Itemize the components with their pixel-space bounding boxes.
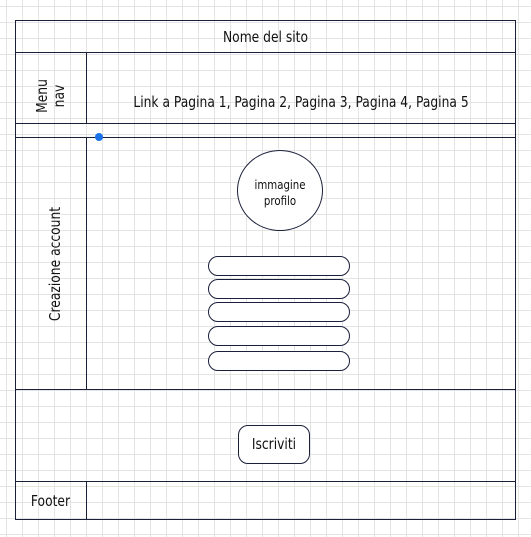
profile-image-label: immagine profilo — [244, 177, 315, 209]
profile-image-placeholder[interactable]: immagine profilo — [237, 150, 323, 231]
nav-label-divider — [86, 52, 87, 123]
nav-label-line1: Menu — [33, 79, 51, 113]
separator-line — [15, 137, 516, 138]
site-name: Nome del sito — [222, 28, 309, 46]
main-bottom-line — [15, 389, 516, 390]
signup-button[interactable]: Iscriviti — [238, 425, 310, 464]
page-frame — [15, 20, 516, 520]
nav-label: Menu nav — [33, 63, 68, 129]
header-divider — [15, 52, 516, 53]
nav-bottom-line — [15, 123, 516, 124]
footer-label-divider — [86, 481, 87, 520]
main-label-divider — [86, 137, 87, 389]
footer-top-line — [15, 481, 516, 482]
nav-links[interactable]: Link a Pagina 1, Pagina 2, Pagina 3, Pag… — [133, 93, 469, 111]
form-field-3[interactable] — [208, 302, 350, 322]
section-label: Creazione account — [46, 206, 64, 322]
signup-button-label: Iscriviti — [251, 435, 297, 453]
form-field-2[interactable] — [208, 279, 350, 299]
form-field-4[interactable] — [208, 326, 350, 346]
form-field-5[interactable] — [208, 351, 350, 371]
form-field-1[interactable] — [208, 256, 350, 276]
nav-label-line2: nav — [50, 84, 68, 108]
profile-image-line2: profilo — [263, 194, 297, 208]
footer-label: Footer — [30, 492, 71, 510]
selection-handle[interactable] — [95, 133, 103, 141]
profile-image-line1: immagine — [254, 178, 306, 192]
